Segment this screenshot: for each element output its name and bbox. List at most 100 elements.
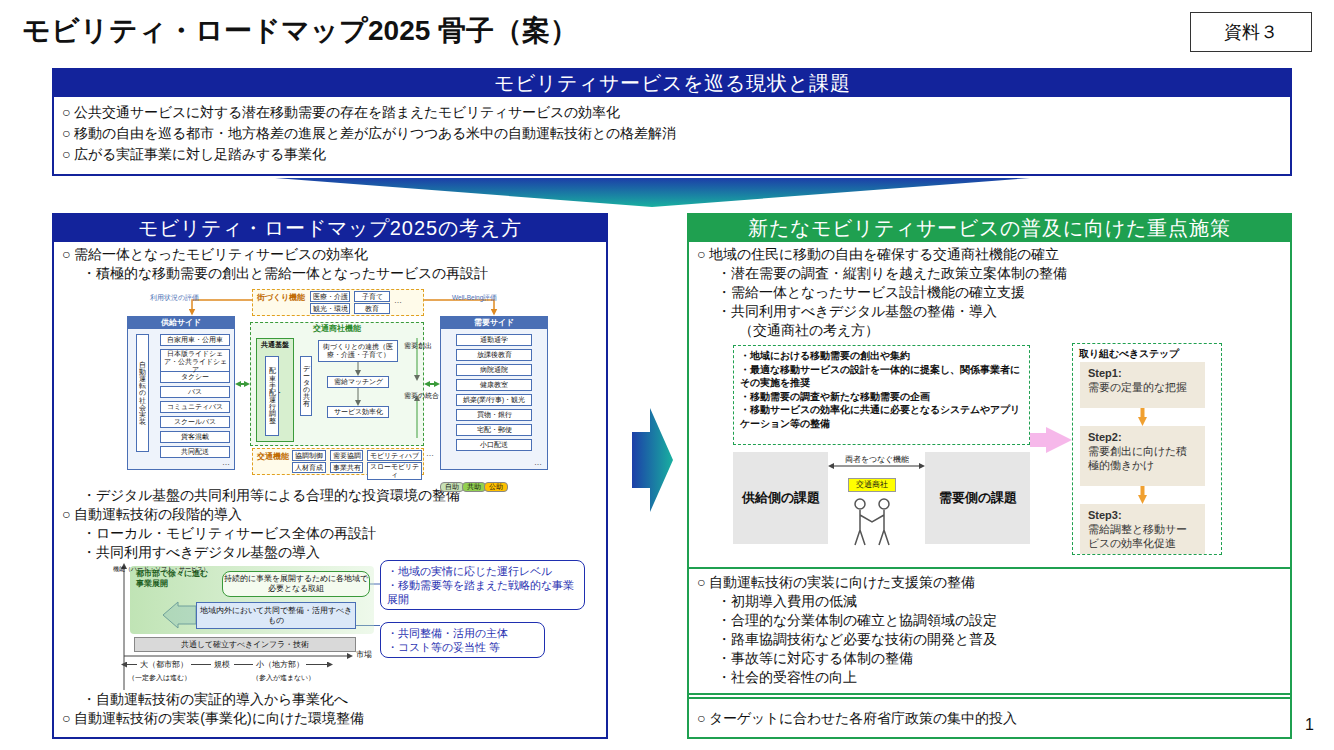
item-box: 放課後教育: [456, 349, 532, 361]
annotation-label: 利用状況の評価: [150, 294, 199, 302]
node-text: 健康教室: [480, 381, 508, 389]
node-text: ・共同整備・活用の主体: [387, 626, 538, 640]
demand-box: 需要サイド通勤通学放課後教育病院通院健康教室娯楽(業/行事)・観光買物・銀行宅配…: [440, 316, 548, 470]
item-box: 協調制御: [292, 450, 326, 461]
node-text: 供給サイド: [128, 317, 234, 329]
connector: [1141, 408, 1145, 417]
annotation-label: 機能（ハード・ソフト・サービス）: [113, 566, 119, 573]
callout-box: ・地域の実情に応じた運行レベル・移動需要等を踏まえた戦略的な事業展開: [380, 560, 585, 610]
supply-box: 供給サイド自動運転の社会実装自家用車・公用車日本版ライドシェア・公共ライドシェア…: [127, 316, 235, 470]
annotation-label: …: [394, 296, 402, 306]
legend-text: 公助: [489, 483, 503, 490]
node-text: 需給マッチング: [334, 378, 383, 386]
node-text: 日本版ライドシェア・公共ライドシェア: [161, 350, 229, 373]
node-text: 共同配送: [181, 448, 209, 456]
item-box: 共同配送: [160, 446, 230, 458]
annotation-label: …: [426, 449, 434, 459]
node-text: 協調制御: [295, 452, 323, 460]
node-text: 需要サイド: [441, 317, 547, 329]
process-box: 需給マッチング: [327, 376, 389, 388]
node-text: 需給調整と移動サービスの効率化促進: [1088, 522, 1197, 550]
flow-arrow: [632, 408, 673, 512]
item-box: 貨客混載: [160, 431, 230, 443]
node-text: 小口配送: [480, 441, 508, 449]
right-panel: 新たなモビリティサービスの普及に向けた重点施策○ 地域の住民に移動の自由を確保す…: [687, 213, 1292, 739]
node-text: ○ ターゲットに合わせた各府省庁政策の集中的投入: [689, 709, 1290, 728]
connector: [834, 465, 919, 466]
node-text: 持続的に事業を展開するために各地域で必要となる取組: [223, 574, 369, 594]
node-text: スローモビリティ: [368, 463, 421, 479]
page-title: モビリティ・ロードマップ2025 骨子（案）: [22, 12, 578, 50]
node-text: （交通商社の考え方）: [689, 321, 1290, 340]
item-box: 自家用車・公用車: [160, 334, 230, 346]
node-text: ・最適な移動サービスの設計を一体的に提案し、関係事業者にその実施を推奨: [740, 363, 1023, 390]
item-box: バス: [160, 386, 230, 398]
legend-swatch: 共助: [462, 482, 486, 492]
node-text: 取り組むべきステップ: [1079, 347, 1215, 361]
node-text: 共通基盤: [257, 339, 293, 349]
node-text: ○ 自動運転技術の段階的導入: [54, 505, 606, 524]
steps-box: 取り組むべきステップStep1:需要の定量的な把握Step2:需要創出に向けた積…: [1072, 343, 1222, 555]
item-box: 宅配・郵便: [456, 424, 532, 436]
node-text: 共通して確立すべきインフラ・技術: [181, 640, 309, 650]
node-text: ○ 自動運転技術の実装(事業化)に向けた環境整備: [54, 709, 606, 728]
process-box: サービス効率化: [327, 406, 389, 418]
node-text: 需要協調: [333, 452, 361, 460]
node-text: 放課後教育: [477, 351, 512, 359]
item-box: 教育: [354, 303, 390, 314]
vertical-box: 配車手配・運行調整: [265, 356, 279, 436]
item-box: 人材育成: [292, 462, 326, 473]
item-box: 小口配送: [456, 439, 532, 451]
feedback-arrow: [192, 300, 252, 312]
annotation-label: 規模: [214, 660, 230, 670]
axis-line: [124, 656, 350, 657]
node-text: 自家用車・公用車: [167, 336, 223, 344]
node-text: ○ 公共交通サービスに対する潜在移動需要の存在を踏まえたモビリティサービスの効率…: [54, 103, 1290, 122]
node-text: ・路車協調技術など必要な技術の開発と普及: [689, 630, 1290, 649]
node-text: 貨客混載: [181, 433, 209, 441]
item-box: モビリティハブ: [367, 450, 422, 461]
node-text: ・初期導入費用の低減: [689, 592, 1290, 611]
measures-box: ○ ターゲットに合わせた各府省庁政策の集中的投入: [687, 697, 1292, 739]
annotation-label: （一定参入は進む）: [128, 674, 191, 682]
document-label: 資料３: [1190, 12, 1312, 52]
node-text: コミュニティバス: [167, 403, 223, 411]
node-text: 教育: [365, 305, 379, 313]
node-text: ・共同利用すべきデジタル基盤の導入: [54, 543, 606, 562]
node-text: ・コスト等の妥当性 等: [387, 640, 538, 654]
common-base-box: 共通基盤配車手配・運行調整: [256, 338, 294, 442]
item-box: 子育て: [354, 291, 390, 302]
node-text: Step2:: [1088, 430, 1197, 444]
node-text: モビリティサービスを巡る現状と課題: [54, 70, 1290, 97]
process-box: 街づくりとの連携（医療・介護・子育て）: [318, 340, 398, 362]
node-text: ・積極的な移動需要の創出と需給一体となったサービスの再設計: [54, 264, 606, 283]
item-box: 通勤通学: [456, 334, 532, 346]
node-text: ・合理的な分業体制の確立と協調領域の設定: [689, 611, 1290, 630]
vertical-box: データの共有: [300, 356, 312, 416]
node-text: ○ 地域の住民に移動の自由を確保する交通商社機能の確立: [689, 245, 1290, 264]
connector-label: 両者をつなぐ機能: [843, 454, 911, 465]
annotation-label: 需要の統合: [404, 392, 411, 399]
item-box: 需要協調: [330, 450, 363, 461]
connector: [241, 383, 244, 385]
node-text: 供給側の課題: [742, 489, 820, 507]
connector: [430, 383, 434, 385]
legend-item: 公助: [484, 475, 508, 493]
annotation-label: 市場: [356, 650, 372, 660]
step-box: Step2:需要創出に向けた積極的働きかけ: [1080, 426, 1205, 486]
item-box: 娯楽(業/行事)・観光: [456, 394, 532, 406]
issues-frame: モビリティサービスを巡る現状と課題 ○ 公共交通サービスに対する潜在移動需要の存在…: [52, 68, 1292, 176]
node-text: 地域内外において共同で整備・活用すべきもの: [197, 606, 355, 626]
node-text: 人材育成: [295, 464, 323, 472]
trading-company-box: 交通商社: [848, 478, 896, 492]
concept-box: ・地域における移動需要の創出や集約・最適な移動サービスの設計を一体的に提案し、関…: [733, 345, 1030, 445]
item-box: 観光・環境: [310, 303, 350, 314]
item-box: タクシー: [160, 371, 230, 383]
node-text: 医療・介護: [313, 293, 348, 301]
node-text: 資料３: [1224, 20, 1278, 44]
legend-text: 共助: [467, 483, 481, 490]
axis-line: [124, 566, 125, 690]
node-text: ・需給一体となったサービス設計機能の確立支援: [689, 283, 1290, 302]
annotation-label: （参入が進まない）: [252, 674, 315, 682]
node-text: ・デジタル基盤の共同利用等による合理的な投資環境の整備: [54, 486, 606, 505]
